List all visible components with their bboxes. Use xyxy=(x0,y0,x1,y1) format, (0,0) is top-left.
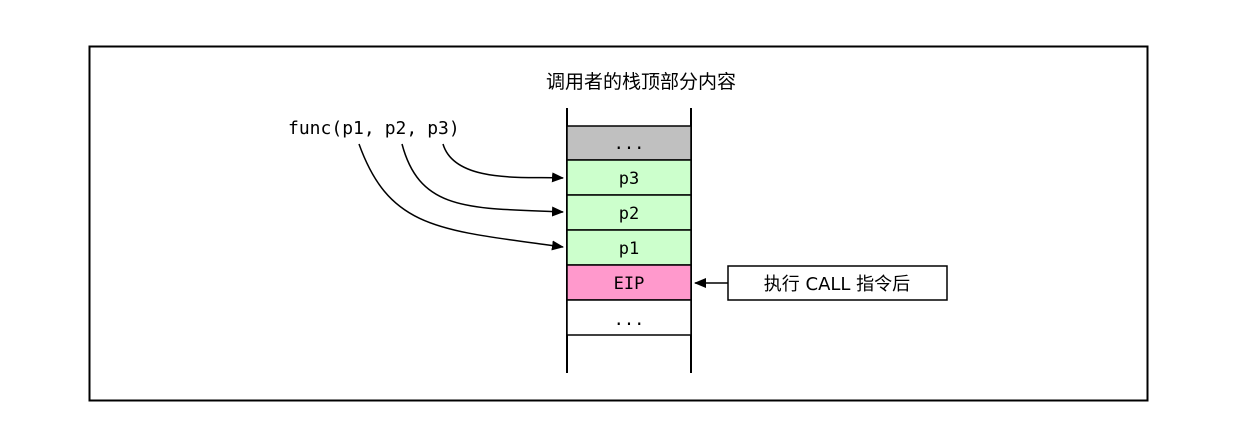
call-arg-p1: p1, xyxy=(342,118,375,139)
stack-cell-label: p3 xyxy=(619,169,639,189)
callout-label: 执行 CALL 指令后 xyxy=(764,274,910,295)
stack-cell-5: ... xyxy=(566,299,692,336)
call-arg-p3: p3) xyxy=(427,118,460,139)
stack-cell-0: ... xyxy=(566,125,692,161)
stack-cell-fill xyxy=(566,125,692,161)
arrow-p2 xyxy=(401,143,564,217)
stack-cell-4: EIP xyxy=(566,264,692,301)
stack-cell-fill xyxy=(566,159,692,196)
stack-cell-label: p1 xyxy=(619,239,639,259)
stack-cell-fill xyxy=(566,299,692,336)
call-expression: func(p1, p2, p3) xyxy=(288,118,460,139)
arrow-p1 xyxy=(358,143,564,251)
stack-cell-1: p3 xyxy=(566,159,692,196)
diagram-title: 调用者的栈顶部分内容 xyxy=(546,71,736,93)
stack-cell-2: p2 xyxy=(566,194,692,231)
stack-cell-fill xyxy=(566,194,692,231)
call-func-name: func( xyxy=(288,118,342,139)
stack-cell-label: ... xyxy=(614,310,645,330)
stack-cell-label: EIP xyxy=(614,274,645,294)
stack-cell-fill xyxy=(566,264,692,301)
stack-cell-fill xyxy=(566,229,692,266)
stack-cell-label: p2 xyxy=(619,204,639,224)
stack-cell-label: ... xyxy=(614,134,645,154)
callout-box xyxy=(727,265,948,301)
call-arg-p2: p2, xyxy=(385,118,418,139)
arrow-p3 xyxy=(442,143,564,183)
stack-cell-3: p1 xyxy=(566,229,692,266)
